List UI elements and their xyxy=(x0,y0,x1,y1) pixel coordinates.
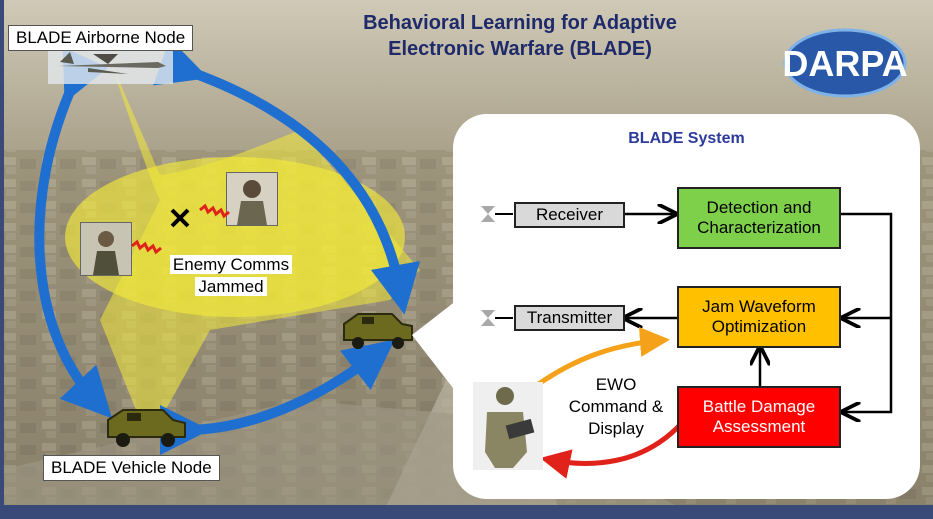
enemy-caller-photo xyxy=(226,172,278,226)
antenna-icon xyxy=(481,206,495,222)
detection-box: Detection and Characterization xyxy=(677,187,841,249)
humvee-icon xyxy=(343,313,413,349)
bda-line1: Battle Damage xyxy=(702,397,816,416)
bda-box: Battle Damage Assessment xyxy=(677,386,841,448)
ewo-label: EWO Command & Display xyxy=(561,374,671,440)
display-arrow xyxy=(540,422,683,479)
humvee-icon xyxy=(107,409,186,447)
signal-squiggle xyxy=(131,239,162,255)
detection-line2: Characterization xyxy=(697,218,821,237)
darpa-logo-text: DARPA xyxy=(782,43,907,84)
jam-x-icon xyxy=(170,208,190,228)
enemy-soldier-photo xyxy=(80,222,132,276)
darpa-logo: DARPA xyxy=(782,28,908,98)
transmitter-box: Transmitter xyxy=(514,305,625,331)
enemy-line1: Enemy Comms xyxy=(169,255,293,274)
receiver-box: Receiver xyxy=(514,202,625,228)
jam-line2: Optimization xyxy=(711,317,807,336)
jam-waveform-box: Jam Waveform Optimization xyxy=(677,286,841,348)
command-arrow xyxy=(531,326,670,391)
bda-line2: Assessment xyxy=(712,417,806,436)
link-vehicle-ground xyxy=(159,339,395,456)
system-title: BLADE System xyxy=(628,130,745,147)
soldier-icon xyxy=(473,382,543,470)
signal-squiggle xyxy=(199,203,230,219)
detection-line1: Detection and xyxy=(706,198,812,217)
airborne-node-label: BLADE Airborne Node xyxy=(8,25,194,51)
title-line1: Behavioral Learning for Adaptive xyxy=(363,12,677,34)
antenna-icon xyxy=(481,310,495,326)
enemy-line2: Jammed xyxy=(195,277,267,296)
link-air-ground xyxy=(153,38,421,315)
slide-title: Behavioral Learning for Adaptive Electro… xyxy=(290,10,750,62)
jam-line1: Jam Waveform xyxy=(702,297,816,316)
ewo-line3: Display xyxy=(588,419,644,438)
link-air-vehicle xyxy=(34,46,112,419)
enemy-comms-label: Enemy Comms Jammed xyxy=(146,254,316,298)
system-connectors xyxy=(481,114,893,479)
ewo-line1: EWO xyxy=(595,375,637,394)
ewo-line2: Command & xyxy=(568,397,664,416)
title-line2: Electronic Warfare (BLADE) xyxy=(388,38,652,60)
blade-system-panel: BLADE System xyxy=(453,114,920,499)
vehicle-node-label: BLADE Vehicle Node xyxy=(43,455,220,481)
